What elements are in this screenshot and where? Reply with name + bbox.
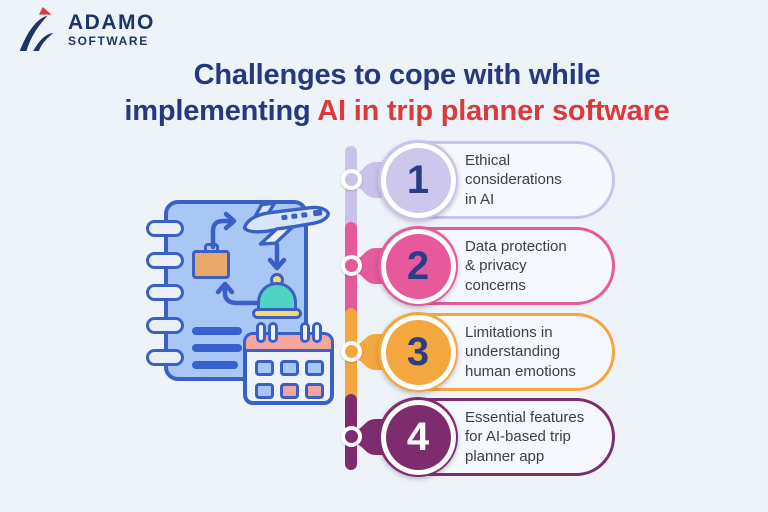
logo-name: ADAMO <box>68 10 155 34</box>
challenge-number: 4 <box>406 414 430 459</box>
spiral-ring-icon <box>146 349 184 366</box>
calendar-ring-icon <box>256 322 266 343</box>
service-bell-icon <box>257 282 297 311</box>
calendar-cell <box>305 383 324 399</box>
adamo-logo: ADAMO SOFTWARE <box>14 6 155 52</box>
number-circle <box>378 397 458 477</box>
timeline-node-icon <box>341 341 362 362</box>
challenge-item-3: Limitations in understanding human emoti… <box>340 312 620 392</box>
title-line2-navy: implementing <box>124 95 311 127</box>
connector-shape <box>354 248 384 284</box>
challenge-item-2: Data protection & privacy concerns 2 <box>340 226 620 306</box>
spiral-ring-icon <box>146 252 184 269</box>
calendar-ring-icon <box>312 322 322 343</box>
connector-shape <box>354 162 384 198</box>
timeline-node-icon <box>341 169 362 190</box>
airplane-icon <box>242 201 330 246</box>
challenge-label: Ethical considerations in AI <box>465 151 562 208</box>
bell-base-icon <box>252 308 302 319</box>
adamo-logo-icon <box>19 6 54 52</box>
title-line1: Challenges to cope with while <box>193 59 601 91</box>
calendar-cell <box>255 360 274 376</box>
challenge-label: Essential features for AI-based trip pla… <box>465 408 585 465</box>
challenge-label: Limitations in understanding human emoti… <box>465 323 576 380</box>
number-circle <box>378 140 458 220</box>
timeline-node-icon <box>341 255 362 276</box>
text-line-decoration <box>192 344 242 352</box>
text-line-decoration <box>192 327 242 335</box>
spiral-ring-icon <box>146 284 184 301</box>
page-title: Challenges to cope with while implementi… <box>26 57 768 129</box>
suitcase-icon <box>192 250 230 279</box>
spiral-ring-icon <box>146 317 184 334</box>
logo-subtitle: SOFTWARE <box>68 33 149 48</box>
calendar-cell <box>280 383 299 399</box>
challenge-item-1: Ethical considerations in AI 1 <box>340 140 620 220</box>
challenge-number: 1 <box>406 157 430 202</box>
calendar-cell <box>280 360 299 376</box>
challenge-number: 2 <box>406 243 430 288</box>
spiral-ring-icon <box>146 220 184 237</box>
cycle-arrows-icon <box>210 211 287 306</box>
calendar-ring-icon <box>300 322 310 343</box>
calendar-ring-icon <box>268 322 278 343</box>
timeline-node-icon <box>341 426 362 447</box>
number-circle <box>378 226 458 306</box>
calendar-cell <box>255 383 274 399</box>
connector-shape <box>354 334 384 370</box>
timeline-segment <box>345 146 357 236</box>
challenge-label: Data protection & privacy concerns <box>465 237 567 294</box>
text-line-decoration <box>192 361 238 369</box>
connector-shape <box>354 419 384 455</box>
number-circle <box>378 312 458 392</box>
challenge-item-4: Essential features for AI-based trip pla… <box>340 397 620 477</box>
title-line2-red: AI in trip planner software <box>317 95 670 127</box>
calendar-cell <box>305 360 324 376</box>
challenge-number: 3 <box>406 329 430 374</box>
